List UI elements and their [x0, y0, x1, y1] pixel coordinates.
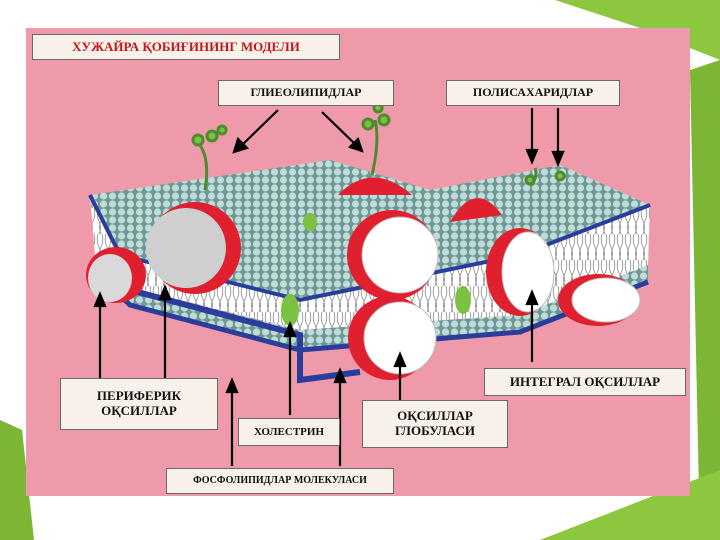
label-cholesterol: ХОЛЕСТРИН — [238, 418, 340, 446]
peripheral-protein-right — [558, 274, 641, 326]
cholesterol-molecule — [455, 286, 471, 314]
label-peripheral-proteins-line1: ПЕРИФЕРИК — [96, 388, 182, 404]
label-protein-globules-line2: ГЛОБУЛАСИ — [395, 423, 475, 438]
label-polysaccharides: ПОЛИСАХАРИДЛАР — [446, 80, 620, 106]
pointer-arrows — [93, 108, 565, 466]
label-glycolipids: ГЛИЕОЛИПИДЛАР — [218, 80, 394, 106]
diagram-title: ХУЖАЙРА ҚОБИҒИНИНГ МОДЕЛИ — [32, 34, 340, 60]
label-peripheral-proteins-line2: ОҚСИЛЛАР — [101, 403, 177, 418]
label-protein-globules: ОҚСИЛЛАР ГЛОБУЛАСИ — [362, 400, 508, 448]
cholesterol-molecule — [303, 213, 317, 231]
integral-protein — [486, 228, 555, 316]
glycolipid-chain — [191, 102, 566, 191]
label-peripheral-proteins: ПЕРИФЕРИК ОҚСИЛЛАР — [60, 378, 218, 430]
polysaccharide-bump — [450, 198, 502, 222]
peripheral-protein-left — [86, 247, 146, 303]
glycolipid-bump-center — [338, 177, 412, 195]
cholesterol-molecule — [281, 294, 299, 326]
corner-decoration-top — [555, 0, 720, 60]
corner-decoration-right — [690, 60, 720, 540]
label-integral-proteins: ИНТЕГРАЛ ОҚСИЛЛАР — [484, 368, 686, 396]
protein-globule-upper — [347, 210, 439, 300]
label-phospholipid-molecules: ФОСФОЛИПИДЛАР МОЛЕКУЛАСИ — [166, 468, 394, 494]
corner-decoration-left — [0, 420, 34, 540]
label-protein-globules-line1: ОҚСИЛЛАР — [397, 408, 473, 424]
peripheral-protein-large — [146, 202, 241, 294]
protein-globule-lower — [348, 296, 437, 380]
